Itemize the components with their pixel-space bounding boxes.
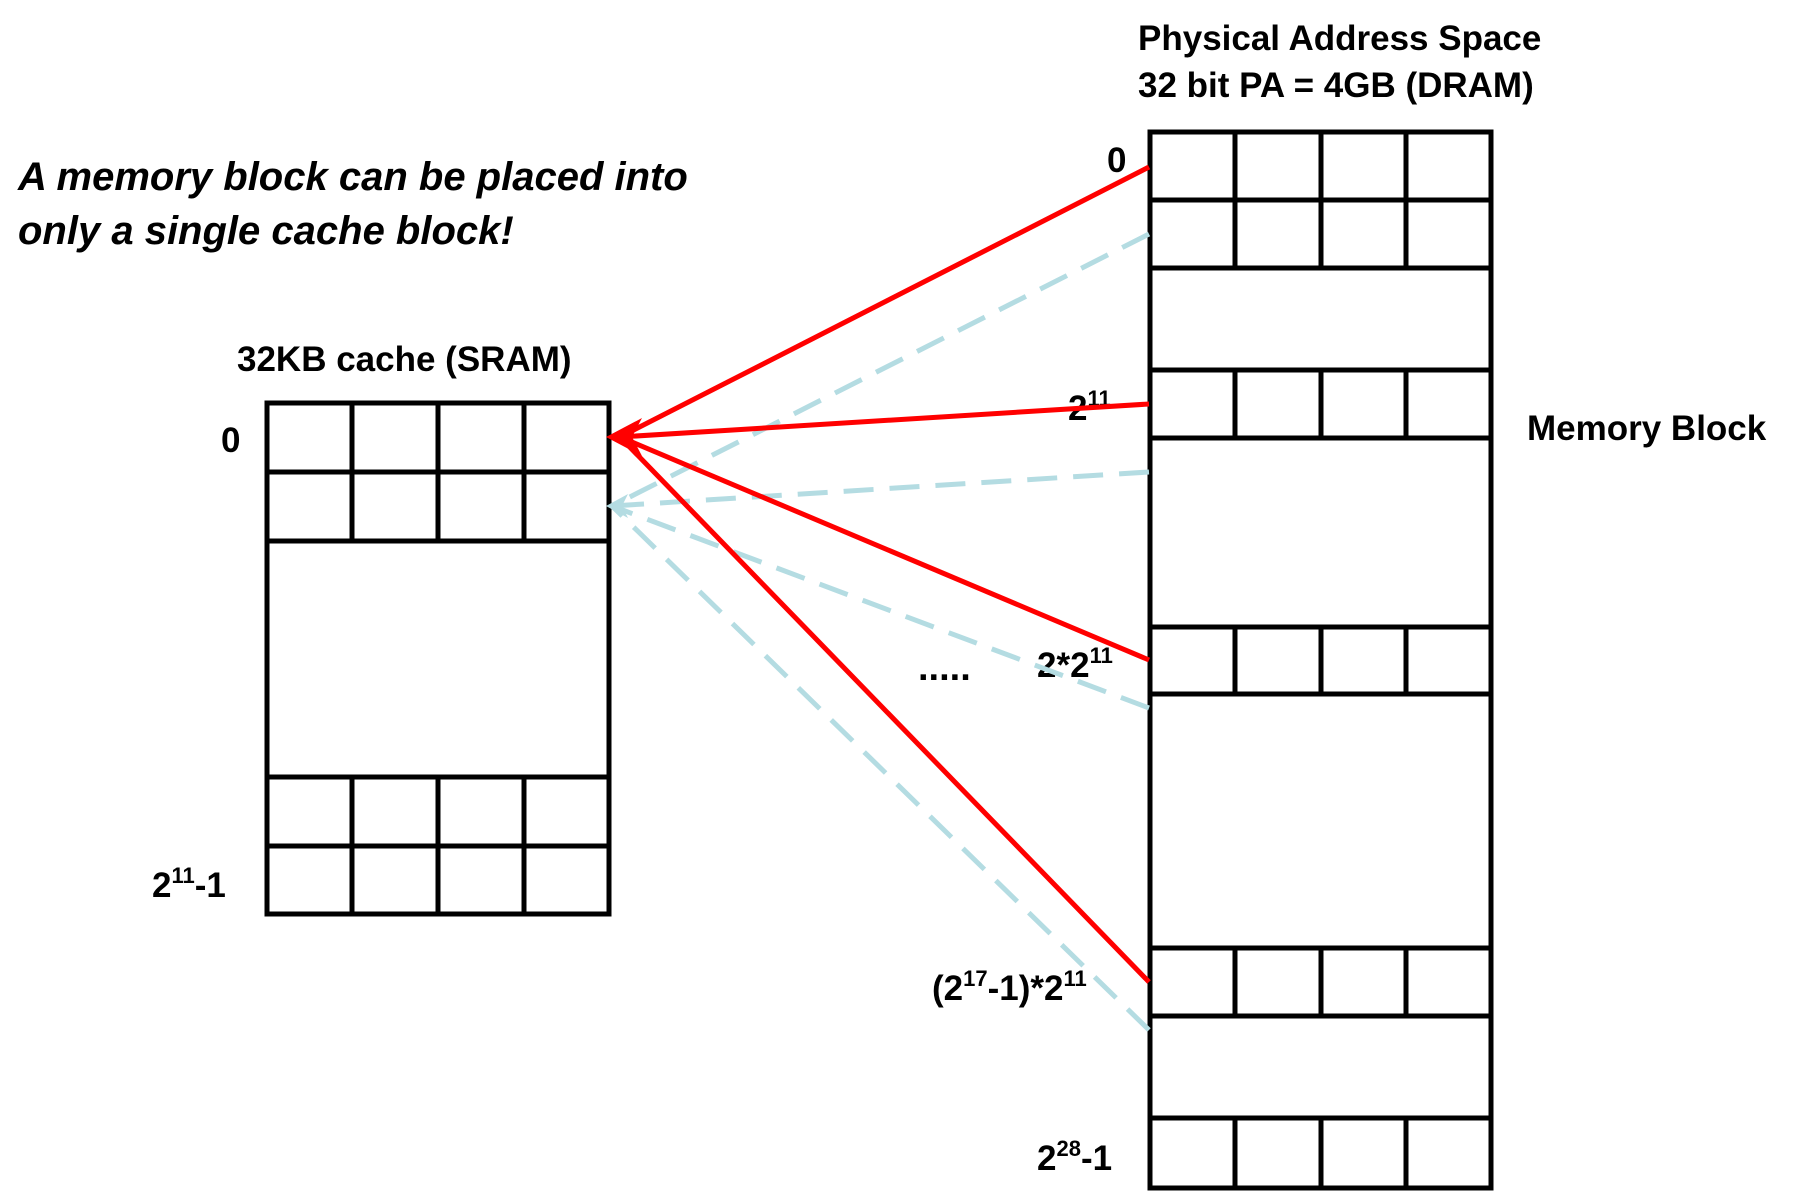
memory-label-zero: 0 [1107,141,1126,180]
dashed-arrow-head [606,494,628,518]
mapping-arrows [618,164,1151,984]
memory-block-caption: Memory Block [1527,409,1767,448]
mapping-arrow-head [606,418,642,456]
memory-label-last-group: (217-1)*211 [932,966,1087,1008]
cache-title: 32KB cache (SRAM) [237,340,572,379]
cache-first-index: 0 [221,421,240,460]
mapping-arrow [618,435,1151,984]
headline-line-2: only a single cache block! [18,209,514,253]
mapping-arrow [618,164,1151,440]
mapping-arrow [619,434,1150,663]
dashed-arrow [610,504,1151,1032]
cache-last-index: 211-1 [152,863,226,905]
memory-array [1147,129,1494,1191]
cache-array [264,400,612,917]
dashed-arrow [610,231,1151,509]
memory-title-line-2: 32 bit PA = 4GB (DRAM) [1138,66,1534,105]
dashed-arrow [611,503,1150,711]
headline-line-1: A memory block can be placed into [17,155,688,199]
memory-title-line-1: Physical Address Space [1138,19,1541,58]
memory-label-last-block: 228-1 [1037,1136,1112,1178]
mapping-arrow [619,401,1150,440]
memory-label-2x2-11: 2*211 [1037,643,1113,685]
memory-ellipsis: ..... [918,647,971,689]
dashed-mapping-arrows [610,231,1151,1032]
dashed-arrow [611,469,1150,509]
